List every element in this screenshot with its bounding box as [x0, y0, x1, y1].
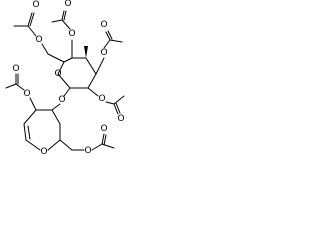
bond [103, 39, 111, 49]
bond [87, 73, 97, 89]
bond [51, 19, 63, 23]
bond [23, 123, 27, 141]
bond [105, 101, 115, 105]
atom-label-oxygen: O [98, 94, 105, 104]
acetoxy-group-upper-right [95, 30, 123, 75]
atom-label-oxygen: O [23, 89, 30, 99]
lower-glycal-ring [23, 109, 61, 151]
bond [105, 31, 111, 41]
atom-label-oxygen: O [100, 48, 107, 58]
acetoxy-group-lower-right [87, 87, 125, 115]
acetoxymethyl-group-upper [13, 12, 65, 63]
bond [51, 103, 61, 111]
bond [91, 143, 103, 151]
atom-label-oxygen: O [32, 0, 39, 10]
atom-label-oxygen: O [84, 146, 91, 156]
bond [59, 139, 73, 151]
bond [113, 95, 125, 105]
molecule-structure-diagram: O O O O O O O O O O O O O O O [5, 0, 125, 157]
atom-label-oxygen: O [117, 114, 124, 124]
atom-label-oxygen: O [58, 95, 65, 105]
stereo-wedge [84, 46, 88, 58]
bond [61, 10, 65, 21]
bond [29, 12, 35, 27]
bond [47, 53, 65, 63]
bond [27, 125, 31, 140]
atom-label-oxygen: O [68, 29, 75, 39]
bond [63, 57, 73, 63]
bond [5, 83, 17, 89]
bond [85, 57, 97, 75]
atom-label-oxygen: O [64, 0, 71, 9]
bond [57, 73, 71, 89]
bond [47, 139, 61, 151]
bond [115, 102, 121, 114]
bond [57, 61, 65, 75]
bond [23, 109, 37, 125]
bond [27, 25, 37, 37]
bond [103, 134, 107, 146]
acetoxy-group-lower-left [5, 73, 37, 111]
bond [107, 30, 113, 40]
upper-pyranose-ring [57, 57, 97, 89]
atom-label-oxygen: O [54, 69, 61, 79]
bond [95, 57, 105, 75]
atom-label-oxygen: O [100, 20, 107, 30]
bond [51, 109, 61, 125]
bond [87, 87, 99, 97]
atom-label-oxygen: O [100, 124, 107, 134]
bond [109, 39, 123, 43]
bond [63, 87, 71, 97]
acetoxy-group-top [51, 10, 73, 59]
atom-label-oxygen: O [12, 64, 19, 74]
atom-label-oxygen: O [40, 147, 47, 157]
glycosidic-linkage [51, 87, 71, 111]
bond [15, 83, 25, 91]
bond [29, 97, 37, 111]
bond [27, 12, 33, 27]
bond [25, 139, 41, 151]
bond [61, 19, 71, 30]
atom-label-oxygen: O [35, 35, 42, 45]
bond [63, 10, 67, 21]
bond [101, 133, 105, 145]
atom-labels: O O O O O O O O O O O O O O O [12, 0, 124, 157]
bond [113, 103, 119, 115]
bond [41, 43, 49, 55]
acetoxymethyl-group-lower [59, 133, 115, 151]
